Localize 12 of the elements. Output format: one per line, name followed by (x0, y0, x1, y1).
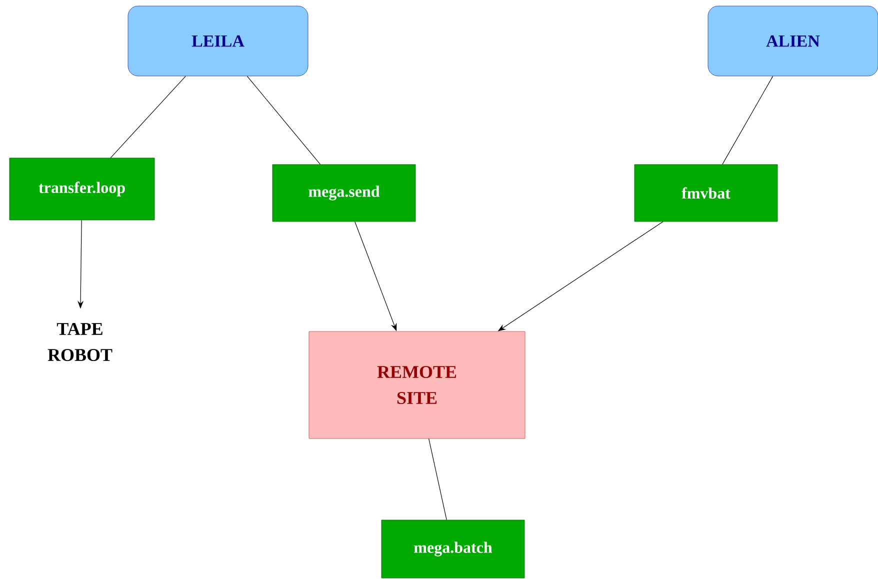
source-box: ALIEN (708, 6, 878, 76)
process-box: mega.send (272, 164, 416, 222)
process-box: transfer.loop (9, 158, 155, 220)
process-box: fmvbat (634, 164, 778, 222)
source-box: LEILA (128, 6, 308, 76)
device-label: TAPE ROBOT (48, 322, 112, 362)
site-box: REMOTE SITE (308, 331, 526, 439)
connector (246, 76, 321, 165)
process-box: mega.batch (381, 520, 525, 578)
connector (428, 438, 447, 520)
connector (722, 76, 774, 165)
connector (110, 76, 186, 158)
